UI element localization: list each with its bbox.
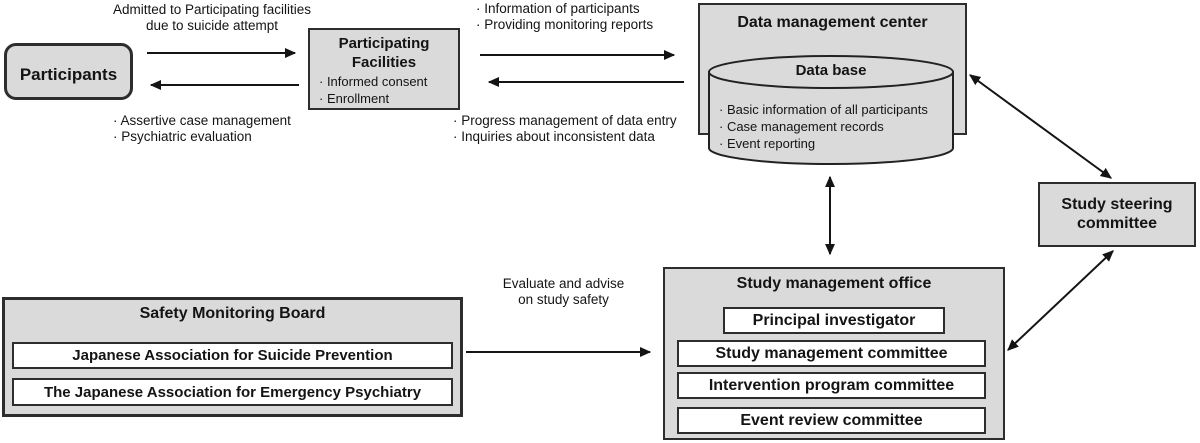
study-management-office-title: Study management office	[736, 275, 932, 292]
arrow-office-steering-bidirectional	[1007, 250, 1114, 351]
principal-investigator-box: Principal investigator	[723, 307, 945, 334]
study-steering-committee-node: Study steering committee	[1038, 182, 1196, 247]
study-management-committee-box: Study management committee	[677, 340, 986, 367]
study-management-office-node: Study management office Principal invest…	[663, 267, 1005, 440]
participating-facilities-node: Participating Facilities · Informed cons…	[308, 28, 460, 110]
safety-monitoring-board-title: Safety Monitoring Board	[139, 305, 326, 322]
data-management-center-title: Data management center	[737, 14, 928, 31]
participants-node: Participants	[4, 43, 133, 100]
database-cylinder-icon	[708, 55, 954, 165]
edge-label-progress: · Progress management of data entry · In…	[453, 113, 677, 144]
event-review-committee-box: Event review committee	[677, 407, 986, 434]
safety-monitoring-board-node: Safety Monitoring Board Japanese Associa…	[2, 297, 463, 417]
edge-label-case-management: · Assertive case management · Psychiatri…	[113, 113, 291, 144]
database-item: · Event reporting	[719, 136, 816, 151]
participating-facilities-item: · Enrollment	[319, 91, 390, 106]
participating-facilities-title: Participating Facilities	[338, 35, 430, 71]
edge-label-evaluate: Evaluate and advise on study safety	[502, 276, 625, 307]
database-node: Data base · Basic information of all par…	[707, 54, 955, 167]
suicide-prevention-association-box: Japanese Association for Suicide Prevent…	[12, 342, 453, 369]
database-title: Data base	[795, 62, 867, 79]
arrow-center-steering-bidirectional	[969, 74, 1112, 179]
database-item: · Case management records	[719, 119, 884, 134]
participating-facilities-item: · Informed consent	[319, 74, 428, 89]
study-steering-committee-title: Study steering committee	[1061, 196, 1173, 232]
intervention-program-committee-box: Intervention program committee	[677, 372, 986, 399]
database-item: · Basic information of all participants	[719, 102, 928, 117]
edge-label-information: · Information of participants · Providin…	[476, 1, 654, 32]
emergency-psychiatry-association-box: The Japanese Association for Emergency P…	[12, 378, 453, 406]
edge-label-admitted: Admitted to Participating facilities due…	[112, 2, 312, 33]
participants-title: Participants	[19, 65, 118, 84]
